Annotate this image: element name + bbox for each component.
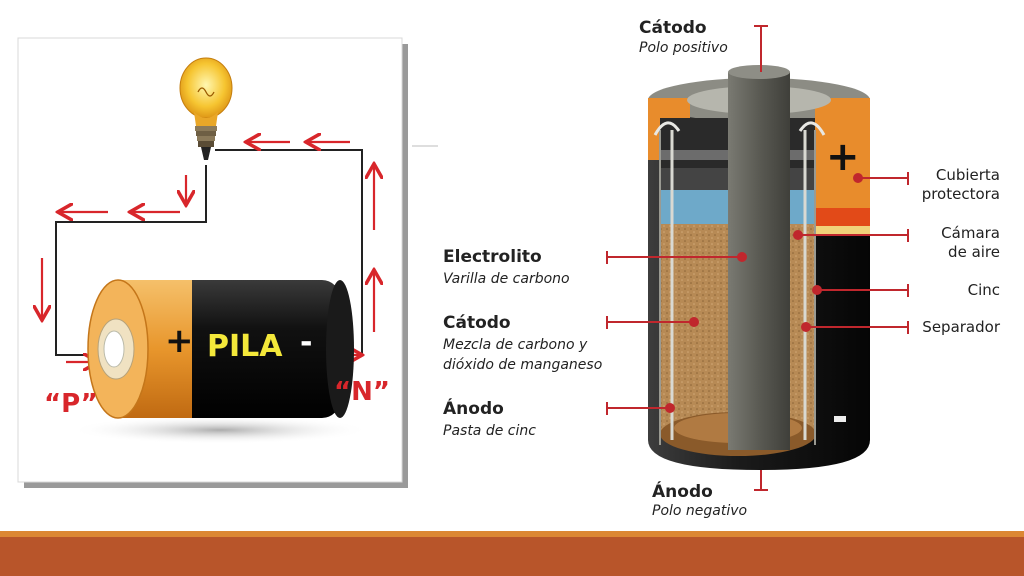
anode-paste-title: Ánodo <box>443 399 504 419</box>
battery-shell <box>648 65 870 470</box>
cathode-mix-subtitle-2: dióxido de manganeso <box>443 357 603 373</box>
cathode-mix-title: Cátodo <box>443 313 511 333</box>
bottom-anode-title: Ánodo <box>652 482 713 502</box>
battery-minus-sign: - <box>300 325 312 360</box>
footer-bar-accent <box>0 531 1024 537</box>
electrolyte-subtitle: Varilla de carbono <box>443 271 570 287</box>
casing-label-line2: protectora <box>921 185 1000 203</box>
anode-paste-subtitle: Pasta de cinc <box>443 423 536 439</box>
separator-label: Separador <box>922 318 1000 336</box>
air-chamber-label-line1: Cámara <box>941 224 1000 242</box>
footer-bar <box>0 531 1024 576</box>
battery-plus-sign: + <box>165 321 194 361</box>
top-cathode-subtitle: Polo positivo <box>639 40 728 56</box>
zinc-label: Cinc <box>967 281 1000 299</box>
battery-icon <box>87 279 354 419</box>
air-chamber-label-line2: de aire <box>948 243 1000 261</box>
terminal-n-label: “N” <box>334 377 390 407</box>
bottom-anode-subtitle: Polo negativo <box>652 503 748 519</box>
cathode-mix-subtitle: Mezcla de carbono y <box>443 337 588 353</box>
cell-plus-sign: + <box>826 134 860 180</box>
battery-label: PILA <box>207 329 283 364</box>
electrolyte-title: Electrolito <box>443 247 542 267</box>
top-cathode-title: Cátodo <box>639 18 707 38</box>
battery-shadow <box>70 416 370 444</box>
light-bulb-icon <box>179 57 233 160</box>
terminal-p-label: “P” <box>44 389 98 419</box>
leader-lines <box>606 25 909 491</box>
casing-label-line1: Cubierta <box>935 166 1000 184</box>
